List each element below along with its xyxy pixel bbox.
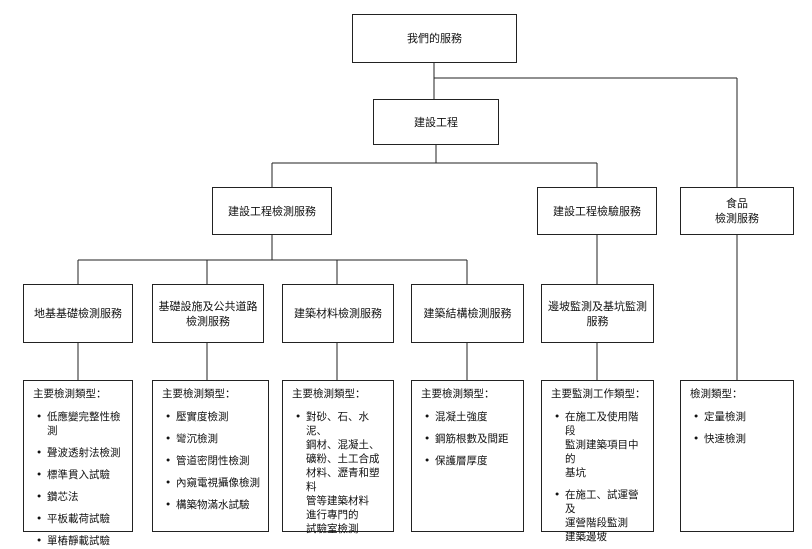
list-infrastructure-types: 主要檢測類型： •壓實度檢測 •彎沉檢測 •管道密閉性檢測 •內窺電視攝像檢測 …: [152, 380, 269, 532]
list-foundation-types: 主要檢測類型： •低應變完整性檢測 •聲波透射法檢測 •標準貫入試驗 •鑽芯法 …: [23, 380, 133, 547]
bullet-icon: •: [165, 499, 172, 511]
node-foundation-testing: 地基基礎檢測服務: [23, 284, 133, 343]
list-item: • 在施工及使用階段 監測建築項目中的 基坑: [554, 411, 639, 479]
list-item: •平板載荷試驗: [36, 513, 110, 525]
bullet-icon: •: [36, 411, 43, 423]
node-structure-testing: 建築結構檢測服務: [411, 284, 524, 343]
bullet-icon: •: [693, 411, 700, 423]
list-structure-types: 主要檢測類型： •混凝土強度 •鋼筋根數及間距 •保護層厚度: [411, 380, 524, 532]
list-item: •管道密閉性檢測: [165, 455, 250, 467]
bullet-icon: •: [36, 469, 43, 481]
bullet-icon: •: [36, 513, 43, 525]
node-materials-testing: 建築材料檢測服務: [282, 284, 394, 343]
bullet-icon: •: [554, 411, 561, 423]
bullet-icon: •: [693, 433, 700, 445]
bullet-icon: •: [36, 491, 43, 503]
list-item: •壓實度檢測: [165, 411, 229, 423]
list-title: 主要檢測類型：: [33, 388, 107, 400]
node-structure-testing-line-1: 建築結構檢測服務: [423, 307, 512, 320]
bullet-icon: •: [36, 447, 43, 459]
list-materials-types: 主要檢測類型： • 對砂、石、水泥、 鋼材、混凝土、 礦粉、土工合成 材料、瀝青…: [282, 380, 394, 535]
bullet-icon: •: [165, 477, 172, 489]
list-item: •鋼筋根數及間距: [424, 433, 509, 445]
bullet-icon: •: [165, 433, 172, 445]
list-title: 檢測類型：: [690, 388, 743, 400]
node-food-testing: 食品 檢測服務: [680, 187, 794, 235]
bullet-icon: •: [295, 411, 302, 423]
list-item: •聲波透射法檢測: [36, 447, 121, 459]
list-item: •鑽芯法: [36, 491, 79, 503]
node-construction-inspection: 建設工程檢驗服務: [537, 187, 657, 235]
bullet-icon: •: [165, 455, 172, 467]
node-slope-monitoring-line-2: 服務: [586, 314, 609, 328]
node-slope-monitoring-line-1: 邊坡監測及基坑監測: [548, 299, 647, 313]
list-title: 主要檢測類型：: [421, 388, 495, 400]
bullet-icon: •: [554, 489, 561, 501]
node-construction-inspection-label: 建設工程檢驗服務: [553, 204, 641, 218]
node-foundation-testing-line-1: 地基基礎檢測服務: [34, 307, 122, 320]
bullet-icon: •: [424, 411, 431, 423]
node-our-services-label: 我們的服務: [407, 32, 462, 45]
list-item: •構築物滿水試驗: [165, 499, 250, 511]
list-slope-monitoring-types: 主要監測工作類型： • 在施工及使用階段 監測建築項目中的 基坑 • 在施工、試…: [541, 380, 654, 543]
node-construction-testing: 建設工程檢測服務: [212, 187, 332, 235]
list-item: •單樁靜載試驗: [36, 535, 110, 547]
node-infrastructure-testing-line-2: 檢測服務: [186, 314, 230, 328]
list-title: 主要檢測類型：: [292, 388, 366, 400]
list-item: •保護層厚度: [424, 455, 488, 467]
list-item: •彎沉檢測: [165, 433, 218, 445]
list-item: •快速檢測: [693, 433, 746, 445]
node-our-services: 我們的服務: [352, 14, 517, 63]
node-infrastructure-testing-line-1: 基礎設施及公共道路: [158, 299, 258, 313]
list-item: • 對砂、石、水泥、 鋼材、混凝土、 礦粉、土工合成 材料、瀝青和塑料 管等建築…: [295, 411, 380, 535]
list-food-types: 檢測類型： •定量檢測 •快速檢測: [680, 380, 794, 532]
list-item: •內窺電視攝像檢測: [165, 477, 260, 489]
node-infrastructure-testing: 基礎設施及公共道路 檢測服務: [152, 284, 264, 343]
list-item: •標準貫入試驗: [36, 469, 110, 481]
list-title: 主要監測工作類型：: [551, 388, 646, 400]
bullet-icon: •: [424, 455, 431, 467]
list-item: •定量檢測: [693, 411, 746, 423]
bullet-icon: •: [165, 411, 172, 423]
node-construction-engineering: 建設工程: [373, 99, 499, 145]
node-materials-testing-line-1: 建築材料檢測服務: [294, 307, 382, 320]
node-food-testing-line-1: 食品: [726, 197, 748, 210]
node-construction-engineering-label: 建設工程: [414, 115, 458, 129]
bullet-icon: •: [36, 535, 43, 547]
list-item: •混凝土強度: [424, 411, 488, 423]
bullet-icon: •: [424, 433, 431, 445]
node-food-testing-line-2: 檢測服務: [715, 212, 759, 225]
list-title: 主要檢測類型：: [162, 388, 236, 400]
list-item: •低應變完整性檢測: [36, 411, 121, 437]
node-slope-monitoring: 邊坡監測及基坑監測 服務: [541, 284, 654, 343]
node-construction-testing-label: 建設工程檢測服務: [228, 204, 316, 218]
list-item: • 在施工、試運營及 運營階段監測 建築邊坡: [554, 489, 639, 543]
